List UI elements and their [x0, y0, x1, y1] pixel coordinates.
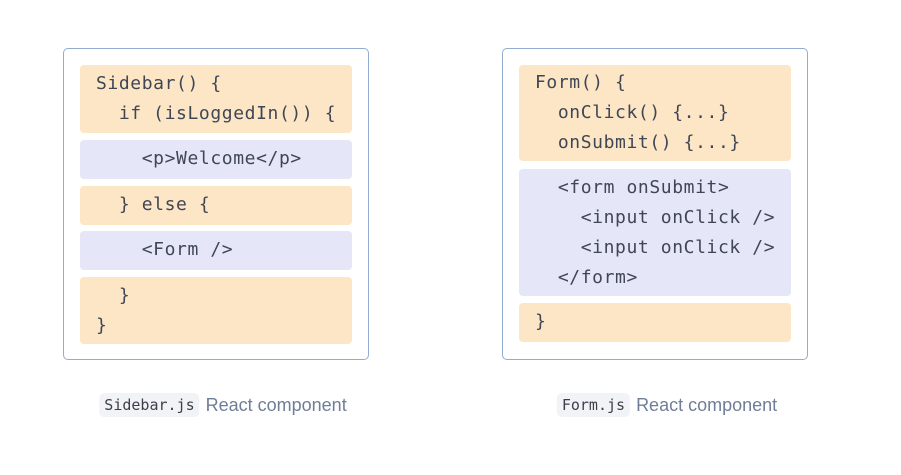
code-line: onSubmit() {...}: [535, 132, 741, 153]
form-caption: Form.js React component: [556, 392, 778, 418]
code-line: Form() {: [535, 72, 627, 93]
caption-text: React component: [205, 394, 347, 415]
code-line: } else {: [96, 194, 211, 215]
code-line: <form onSubmit>: [535, 177, 730, 198]
file-name: Sidebar.js: [99, 393, 200, 417]
code-line: }: [96, 315, 108, 336]
code-line: if (isLoggedIn()) {: [96, 103, 337, 124]
markup-block: <Form />: [80, 231, 352, 270]
code-line: <p>Welcome</p>: [96, 148, 302, 169]
code-line: }: [96, 285, 131, 306]
code-line: <input onClick />: [535, 207, 776, 228]
code-line: }: [535, 311, 547, 332]
sidebar-caption: Sidebar.js React component: [99, 392, 347, 418]
markup-block: <p>Welcome</p>: [80, 140, 352, 179]
caption-text: React component: [636, 394, 778, 415]
code-line: Sidebar() {: [96, 73, 222, 94]
sidebar-component-panel: Sidebar() { if (isLoggedIn()) { <p>Welco…: [63, 48, 369, 360]
logic-block: Sidebar() { if (isLoggedIn()) {: [80, 65, 352, 133]
logic-block: Form() { onClick() {...} onSubmit() {...…: [519, 65, 791, 161]
code-line: onClick() {...}: [535, 102, 730, 123]
file-name: Form.js: [556, 393, 631, 417]
logic-block: } else {: [80, 186, 352, 225]
code-line: <input onClick />: [535, 237, 776, 258]
markup-block: <form onSubmit> <input onClick /> <input…: [519, 169, 791, 296]
code-line: <Form />: [96, 239, 234, 260]
code-line: </form>: [535, 267, 638, 288]
logic-block: } }: [80, 277, 352, 344]
logic-block: }: [519, 303, 791, 342]
form-component-panel: Form() { onClick() {...} onSubmit() {...…: [502, 48, 808, 360]
